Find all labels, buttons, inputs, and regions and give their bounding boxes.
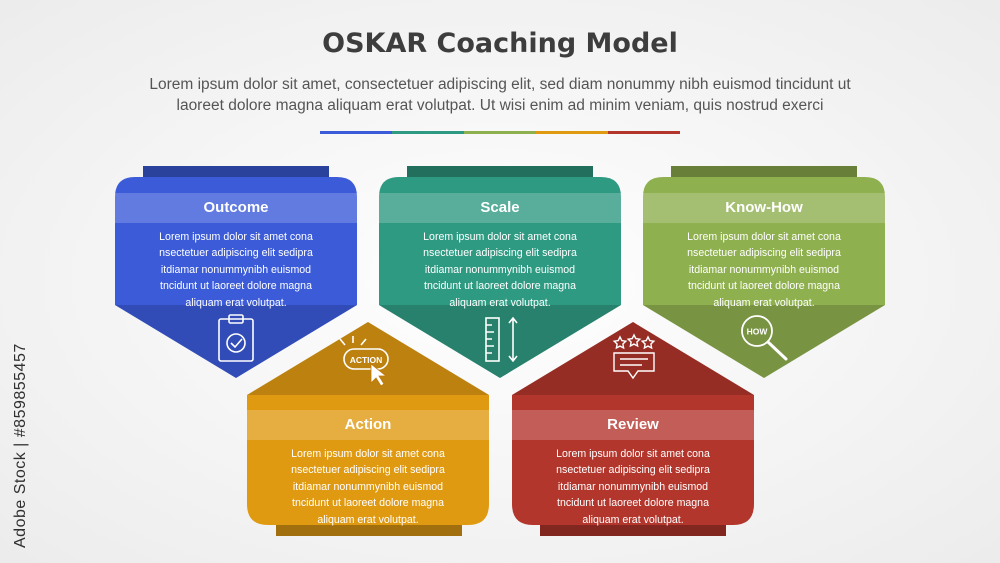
body-line: Lorem ipsum dolor sit amet cona	[423, 231, 577, 243]
clipboard-check-icon	[218, 314, 254, 362]
review-stars-icon	[612, 333, 656, 380]
action-button-cursor-icon: ACTION	[339, 336, 389, 387]
card-title-outcome: Outcome	[203, 199, 269, 216]
body-line: aliquam erat volutpat.	[713, 296, 815, 309]
body-line: tncidunt ut laoreet dolore magna	[688, 280, 840, 293]
body-line: tncidunt ut laoreet dolore magna	[160, 280, 312, 293]
body-line: itdiamar nonummynibh euismod	[292, 480, 444, 493]
card-shape	[512, 322, 754, 525]
card-body-action: Lorem ipsum dolor sit amet cona nsectetu…	[268, 446, 468, 528]
icon-label: HOW	[747, 327, 769, 337]
card-title-band	[247, 410, 489, 440]
card-scale	[379, 166, 621, 378]
card-tab	[540, 522, 726, 536]
body-line: aliquam erat volutpat.	[185, 296, 287, 309]
card-title-knowhow: Know-How	[725, 199, 803, 216]
body-line: itdiamar nonummynibh euismod	[424, 263, 576, 276]
body-line: tncidunt ut laoreet dolore magna	[292, 497, 444, 510]
divider-segment	[608, 131, 680, 134]
card-body-review: Lorem ipsum dolor sit amet cona nsectetu…	[533, 446, 733, 528]
card-title-band	[379, 193, 621, 223]
card-body-knowhow: Lorem ipsum dolor sit amet cona nsectetu…	[664, 229, 864, 311]
body-line: tncidunt ut laoreet dolore magna	[424, 280, 576, 293]
icon-label: ACTION	[350, 355, 383, 365]
card-action: ACTION	[247, 322, 489, 536]
card-body-outcome: Lorem ipsum dolor sit amet cona nsectetu…	[136, 229, 336, 311]
body-line: aliquam erat volutpat.	[582, 513, 684, 526]
card-point	[379, 305, 621, 378]
card-tab	[143, 166, 329, 180]
body-line: Lorem ipsum dolor sit amet cona	[159, 231, 313, 243]
body-line: itdiamar nonummynibh euismod	[160, 263, 312, 276]
ruler-measure-icon	[485, 316, 518, 363]
body-line: nsectetuer adipiscing elit sedipra	[423, 247, 577, 260]
card-tab	[276, 522, 462, 536]
card-body-scale: Lorem ipsum dolor sit amet cona nsectetu…	[400, 229, 600, 311]
page-title: OSKAR Coaching Model	[322, 28, 678, 59]
card-point	[115, 305, 357, 378]
divider-segment	[464, 131, 536, 134]
card-title-band	[512, 410, 754, 440]
card-title-action: Action	[344, 416, 392, 433]
body-line: nsectetuer adipiscing elit sedipra	[556, 464, 710, 477]
subtitle-line: Lorem ipsum dolor sit amet, consectetuer…	[149, 76, 851, 93]
card-title-band	[115, 193, 357, 223]
page-subtitle: Lorem ipsum dolor sit amet, consectetuer…	[60, 74, 940, 116]
body-line: itdiamar nonummynibh euismod	[557, 480, 709, 493]
card-title-review: Review	[607, 416, 659, 433]
body-line: nsectetuer adipiscing elit sedipra	[159, 247, 313, 260]
card-title-scale: Scale	[480, 199, 520, 216]
card-point	[247, 322, 489, 395]
card-tab	[407, 166, 593, 180]
body-line: tncidunt ut laoreet dolore magna	[557, 497, 709, 510]
card-shape	[247, 322, 489, 525]
body-line: itdiamar nonummynibh euismod	[688, 263, 840, 276]
body-line: nsectetuer adipiscing elit sedipra	[687, 247, 841, 260]
body-line: Lorem ipsum dolor sit amet cona	[556, 448, 710, 460]
card-tab	[671, 166, 857, 180]
body-line: aliquam erat volutpat.	[449, 296, 551, 309]
divider-segment	[392, 131, 464, 134]
card-title-band	[643, 193, 885, 223]
title-divider	[320, 131, 680, 134]
body-line: Lorem ipsum dolor sit amet cona	[291, 448, 445, 460]
card-shape	[643, 177, 885, 378]
stock-watermark: Adobe Stock | #859855457	[12, 343, 29, 548]
body-line: nsectetuer adipiscing elit sedipra	[291, 464, 445, 477]
card-knowhow: HOW	[643, 166, 885, 378]
card-outcome	[115, 166, 357, 378]
card-shape	[115, 177, 357, 378]
divider-segment	[536, 131, 608, 134]
card-shape	[379, 177, 621, 378]
card-review	[512, 322, 754, 536]
magnifier-how-icon: HOW	[741, 315, 788, 361]
body-line: Lorem ipsum dolor sit amet cona	[687, 231, 841, 243]
subtitle-line: laoreet dolore magna aliquam erat volutp…	[176, 97, 824, 114]
body-line: aliquam erat volutpat.	[317, 513, 419, 526]
card-point	[643, 305, 885, 378]
divider-segment	[320, 131, 392, 134]
